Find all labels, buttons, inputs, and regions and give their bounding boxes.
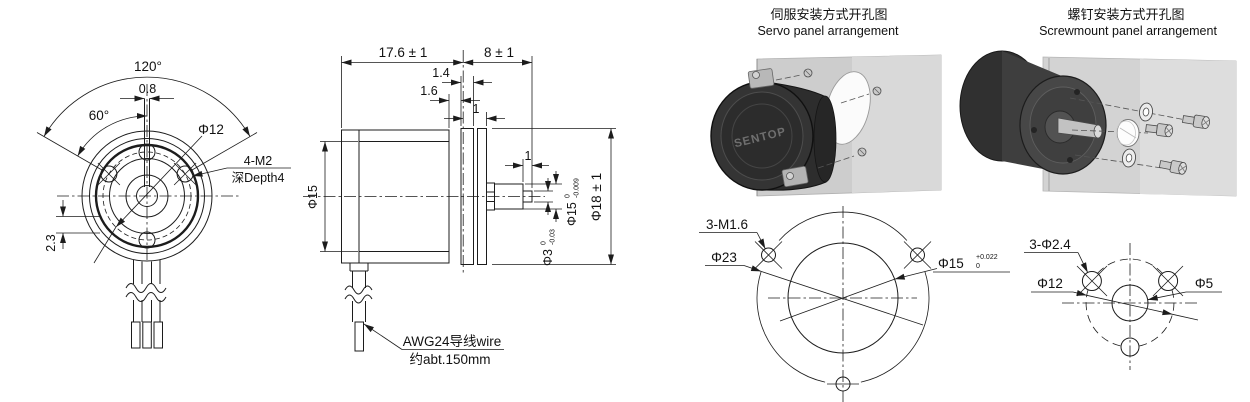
- pilot-dia-label: Φ15: [565, 202, 579, 226]
- screwmount-title-en: Screwmount panel arrangement: [1039, 24, 1217, 38]
- flange-thickness-dim: 1.4: [432, 66, 449, 80]
- drill-cross-marks: [97, 162, 197, 186]
- screwmount-drill-pattern: 3-Φ2.4 Φ12 Φ5: [1024, 237, 1222, 370]
- shaft-tol-upper: 0: [541, 241, 548, 245]
- shaft-dia-label-group: Φ3 0 -0.03: [541, 229, 557, 266]
- screwmount-3d-render: [959, 50, 1237, 197]
- shaft-tol-lower: -0.03: [550, 229, 557, 245]
- shaft-dia-label: Φ3: [541, 249, 555, 266]
- servo-title-zh: 伺服安装方式开孔图: [770, 7, 887, 22]
- step-length-dim: 1: [525, 149, 532, 163]
- servo-clamp-bottom: [781, 165, 809, 188]
- washer-icon: [1138, 102, 1154, 122]
- bolt-circle-label: Φ12: [198, 122, 224, 137]
- slot-width-label: 0.8: [139, 82, 156, 96]
- front-view-drawing: 120° 0.8 60° Φ12 4-M2 深Depth4 2.3: [36, 59, 291, 349]
- side-view-drawing: 17.6 ± 1 8 ± 1 1.4 1.6 1 1 Φ15 Φ15 0 -0.…: [303, 45, 616, 367]
- center-hole-circle: [1111, 284, 1149, 322]
- bolt-circle-label: Φ12: [1037, 276, 1063, 291]
- bolt-circle-dashed: [102, 151, 192, 241]
- screwmount-title-zh: 螺钉安装方式开孔图: [1067, 7, 1184, 22]
- through-hole: [1120, 337, 1140, 357]
- servo-mount-3d-render: SENTOP: [710, 54, 942, 197]
- code-disc: [1116, 119, 1140, 147]
- shaft-length-dim: 8 ± 1: [484, 45, 514, 60]
- center-hole-circle: [787, 242, 899, 354]
- angle-60-label: 60°: [89, 108, 109, 123]
- body-outline-ring: [94, 143, 200, 249]
- cap-screw-icon: [1145, 123, 1174, 138]
- washer-icon: [1121, 148, 1137, 168]
- pilot-tol-lower: -0.009: [574, 178, 581, 198]
- tap-hole: [761, 247, 776, 263]
- through-holes-label: 3-Φ2.4: [1029, 237, 1071, 252]
- angle-120-label: 120°: [134, 59, 162, 74]
- pilot-dia-label-group: Φ15 0 -0.009: [565, 178, 581, 226]
- through-hole: [1158, 271, 1179, 291]
- tap-hole: [910, 247, 925, 263]
- mount-hole-bottom: [138, 231, 156, 249]
- shaft-tip: [522, 190, 533, 203]
- center-hole-label: Φ5: [1195, 276, 1213, 291]
- body-length-dim: 17.6 ± 1: [379, 45, 428, 60]
- front-wires: [125, 259, 167, 349]
- servo-title-en: Servo panel arrangement: [757, 24, 899, 38]
- cap-screw-icon: [1181, 114, 1210, 129]
- encoder-body-section: [341, 129, 450, 264]
- flange-dia-label: Φ18 ± 1: [589, 173, 604, 221]
- servo-screws: [775, 68, 882, 169]
- center-hole-label: Φ15: [938, 256, 964, 271]
- pilot-tol-upper: 0: [565, 194, 572, 198]
- shaft-hole: [136, 185, 158, 207]
- wire-note-line1: AWG24导线wire: [403, 334, 502, 349]
- mount-flange-plate: [460, 128, 474, 265]
- offset-label: 2.3: [44, 234, 58, 251]
- body-dia-label: Φ15: [306, 185, 320, 209]
- mount-holes-depth-label: 深Depth4: [232, 171, 285, 185]
- plate-thickness-dim: 1: [473, 102, 480, 116]
- mount-holes-label: 4-M2: [244, 154, 273, 168]
- servo-drill-pattern: 3-M1.6 Φ23 Φ15 +0.022 0: [699, 206, 1010, 402]
- wire-note-line2: 约abt.150mm: [409, 352, 490, 367]
- cap-screw-icon: [1158, 160, 1187, 175]
- center-hole-tol-upper: +0.022: [976, 254, 998, 261]
- mount-hole-left: [100, 165, 118, 183]
- center-hole-tol-lower: 0: [976, 263, 980, 270]
- gap-dim: 1.6: [420, 84, 437, 98]
- through-hole: [1081, 271, 1102, 291]
- tap-holes-label: 3-M1.6: [706, 217, 748, 232]
- servo-clamp-top: [747, 68, 775, 89]
- bolt-circle-label: Φ23: [711, 250, 737, 265]
- side-wire: [344, 271, 373, 352]
